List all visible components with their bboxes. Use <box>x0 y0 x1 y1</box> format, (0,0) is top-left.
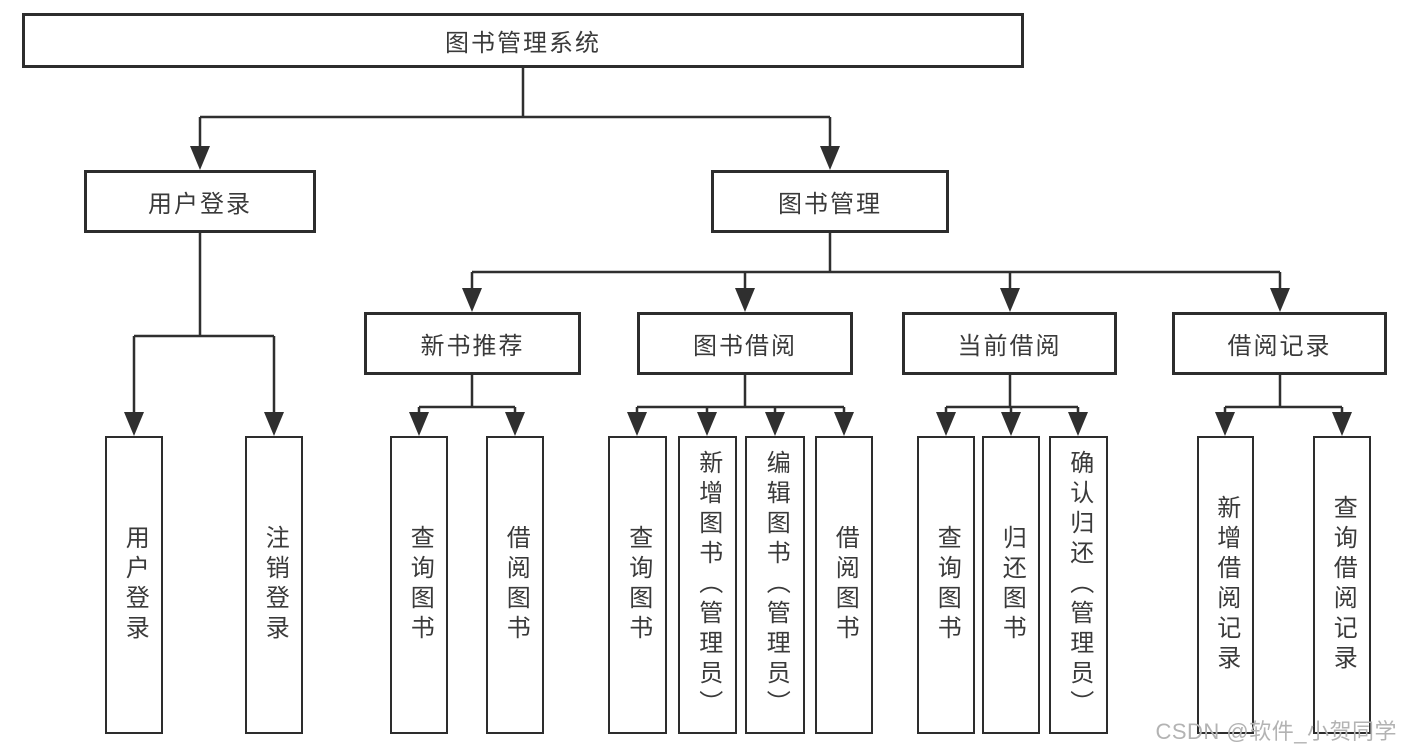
edge-borrow-record-to-leaves <box>1215 375 1352 436</box>
node-current-borrow: 当前借阅 <box>902 312 1117 375</box>
leaf-logout: 注销登录 <box>245 436 303 734</box>
node-borrow-record: 借阅记录 <box>1172 312 1387 375</box>
edge-book-management-to-level3 <box>462 233 1290 312</box>
leaf-current-confirm-return-admin: 确认归还（管理员） <box>1049 436 1108 734</box>
leaf-recommend-borrow-book: 借阅图书 <box>486 436 544 734</box>
edge-current-borrow-to-leaves <box>936 375 1088 436</box>
node-new-book-recommend: 新书推荐 <box>364 312 581 375</box>
node-user-login: 用户登录 <box>84 170 316 233</box>
leaf-borrow-edit-book-admin: 编辑图书（管理员） <box>745 436 805 734</box>
edge-book-borrow-to-leaves <box>627 375 854 436</box>
leaf-current-query-book: 查询图书 <box>917 436 975 734</box>
leaf-record-add-borrow-record: 新增借阅记录 <box>1197 436 1254 734</box>
leaf-recommend-query-book: 查询图书 <box>390 436 448 734</box>
leaf-current-return-book: 归还图书 <box>982 436 1040 734</box>
edge-root-to-level2 <box>190 68 840 170</box>
csdn-watermark: CSDN @软件_小贺同学 <box>1155 719 1397 744</box>
leaf-borrow-add-book-admin: 新增图书（管理员） <box>678 436 737 734</box>
leaf-user-login: 用户登录 <box>105 436 163 734</box>
node-root-library-system: 图书管理系统 <box>22 13 1024 68</box>
node-book-borrow: 图书借阅 <box>637 312 853 375</box>
leaf-borrow-query-book: 查询图书 <box>608 436 667 734</box>
edge-new-book-recommend-to-leaves <box>409 375 525 436</box>
leaf-record-query-borrow-record: 查询借阅记录 <box>1313 436 1371 734</box>
leaf-borrow-borrow-book: 借阅图书 <box>815 436 873 734</box>
node-book-management: 图书管理 <box>711 170 949 233</box>
edge-user-login-to-leaves <box>124 233 284 436</box>
